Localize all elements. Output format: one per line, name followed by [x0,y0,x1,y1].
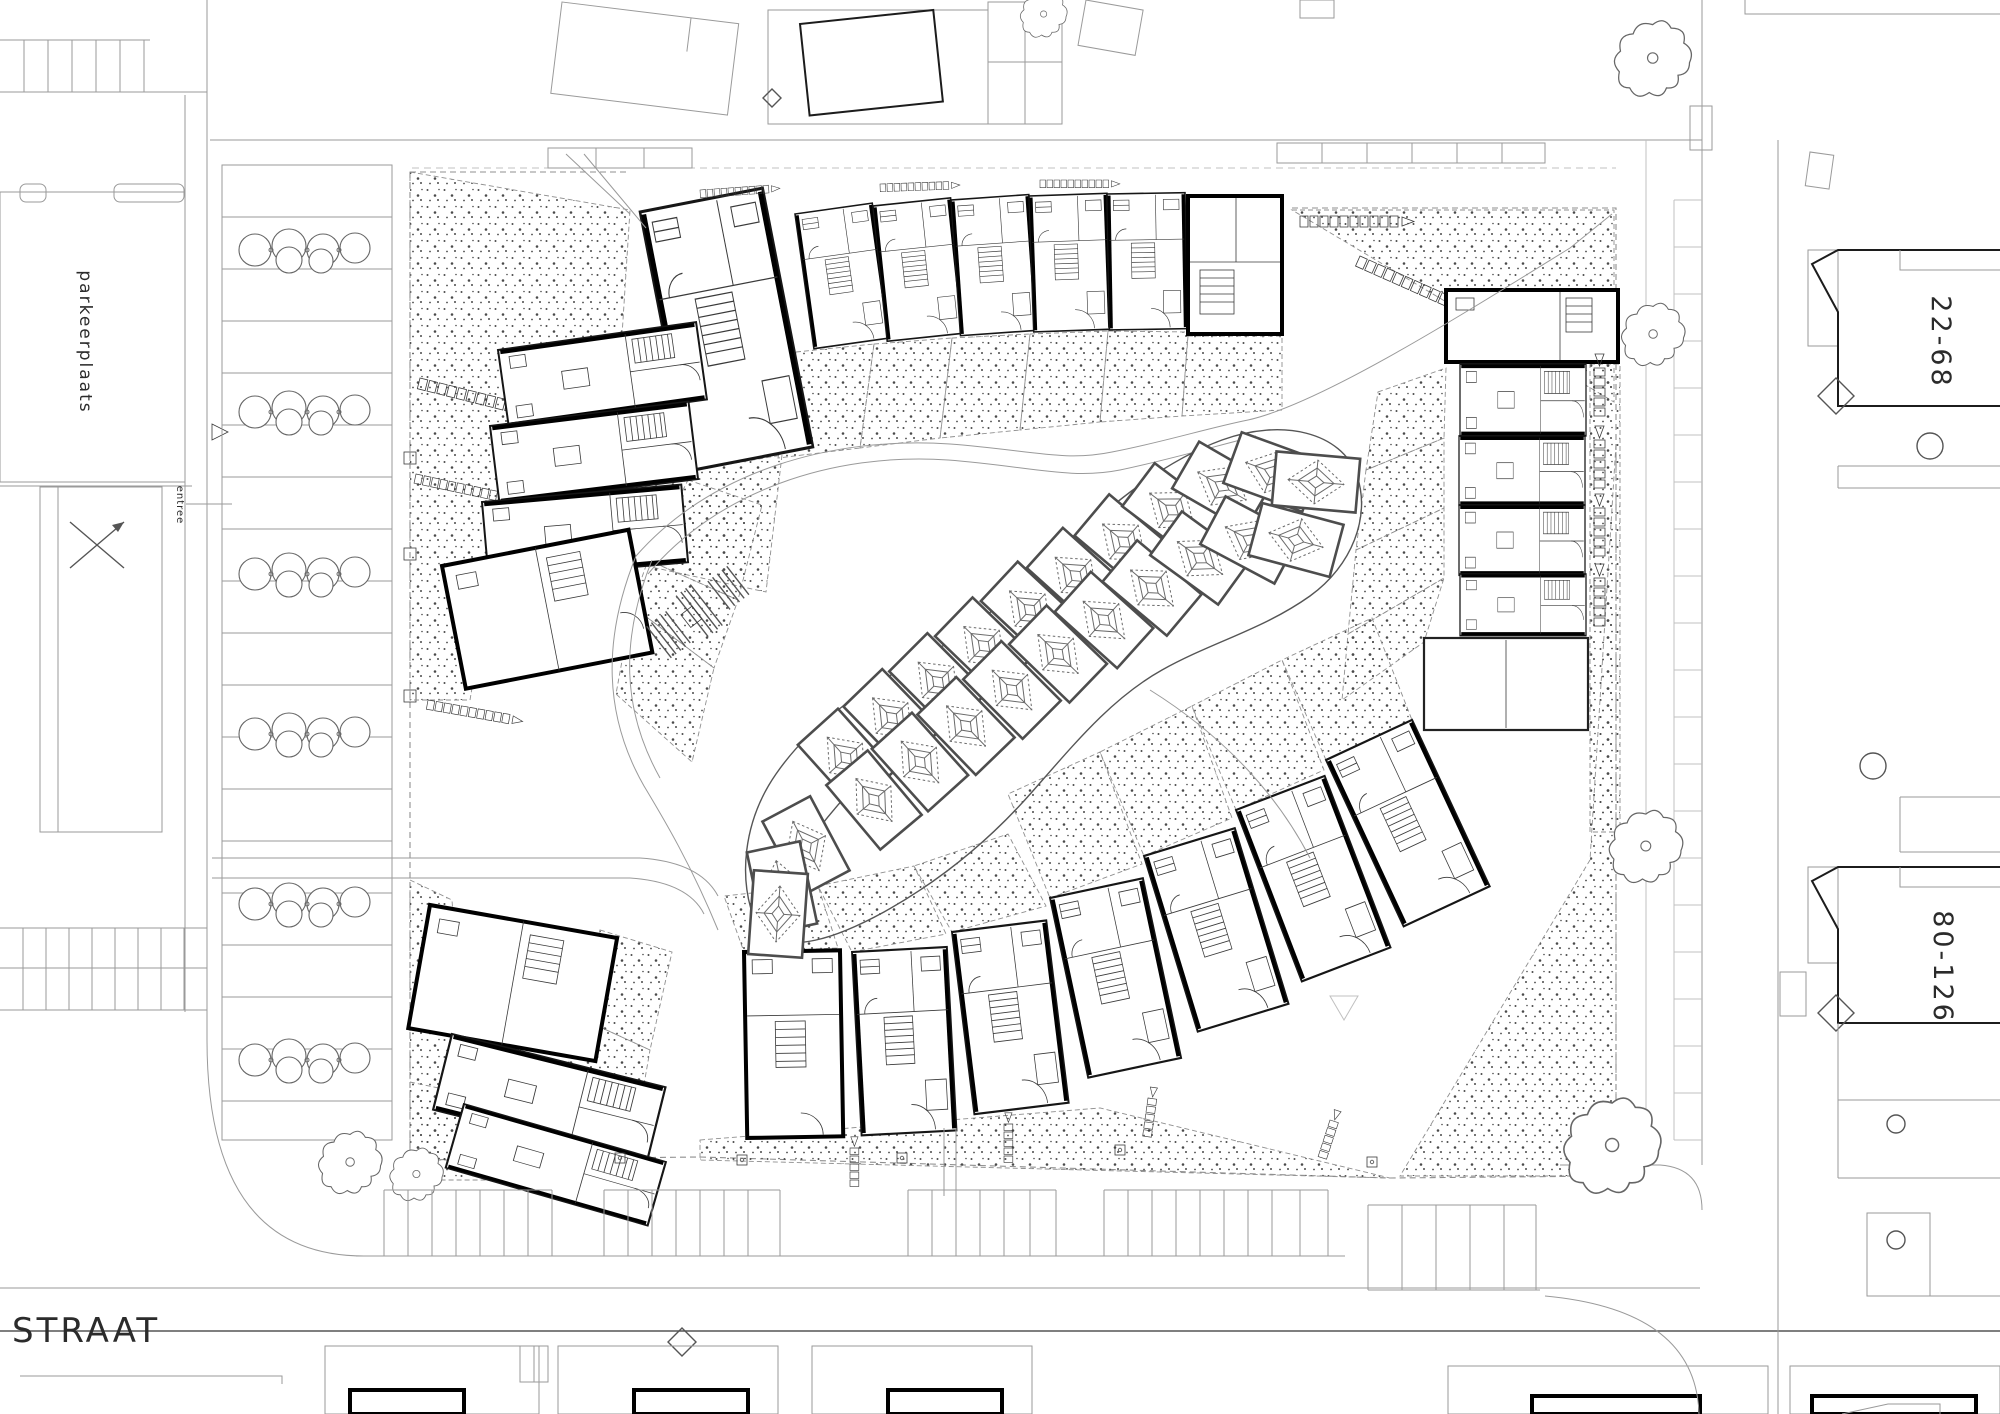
east-parking-ladder [1673,199,1702,1141]
north-arrow-icon [69,521,125,569]
storage-shed [746,868,810,960]
tree-cluster-icon [238,712,371,758]
cluster-south [699,617,1490,1187]
garden-wedge [859,337,953,449]
bike-rack-row [1317,1109,1343,1160]
storage-shed [1270,450,1362,514]
entrance-marker: entree [174,486,232,525]
tree-cluster-icon [238,228,371,274]
tree-icon [389,1147,444,1202]
bike-rack-row [879,180,961,192]
building-80-126: 80-126 [1779,752,2000,1032]
north-building-tilted [550,1,740,116]
rowhouse-unit [1458,572,1588,638]
rowhouse-unit [1457,434,1587,508]
north-building-double [762,8,989,125]
street-name-label: STRAAT [12,1311,160,1351]
garden-wedge-se [1399,443,1617,1177]
rowhouse-unit [1027,191,1114,334]
shed-band [744,429,1363,960]
parking-bay [907,1189,1057,1256]
north-building-tiny [1299,0,1335,19]
east-street: 22-68 80-126 [1329,0,2000,1414]
rowhouse-unit [1457,503,1587,578]
rowhouse-unit-end [1444,288,1620,364]
garden-wedge [913,833,1047,933]
entrance-label: entree [174,486,185,525]
garden-wedge [1365,367,1447,471]
garden-wedge [1191,659,1325,811]
rowhouse-unit-large [439,527,655,692]
garden-wedge [1281,617,1413,761]
drive-arrow-icon [1329,995,1359,1021]
garden-wedge [1347,507,1445,635]
footpath-west [212,857,719,915]
courtyard [565,153,1613,1196]
rowhouse-unit [952,920,1069,1114]
tree-cluster-icon [238,552,371,598]
building-22-68: 22-68 [1804,151,2000,489]
cluster-west [212,320,763,1225]
parking-bay [383,1189,553,1256]
north-cell-strip-west [547,147,693,169]
entrance-diamond-icon [1817,994,1855,1032]
garden-wedge [1181,335,1283,417]
garden-wedge [939,333,1031,439]
rowhouse-unit-end [741,948,846,1141]
bike-rack-row [1039,179,1121,188]
street-diamond-icon [667,1327,697,1357]
bench-steps [646,565,750,659]
west-tree-strip [221,164,393,1141]
north-building-small [1077,0,1144,56]
parking-lot-label: parkeerplaats [75,270,95,413]
south-buildings [324,1345,2000,1414]
courtyard-path [565,153,1613,1196]
west-top-stalls [0,39,207,93]
tree-cluster-icon [238,1038,371,1084]
east-context-lower [1837,1023,2000,1414]
parking-bay [603,1189,781,1256]
garden-wedge [1007,751,1143,899]
lamppost-icon [1366,1156,1378,1168]
garden-wedge [1099,705,1233,857]
rowhouse-unit [1105,191,1189,332]
parking-bay [1367,1204,1540,1291]
house-numbers-north-label: 22-68 [1925,295,1956,388]
rowhouse-unit [1458,362,1588,438]
tree-cluster-icon [238,882,371,928]
house-numbers-south-label: 80-126 [1927,910,1958,1024]
tree-icon [1613,20,1693,97]
parking-lot-south [39,486,163,833]
bike-rack-row [426,699,524,727]
rowhouse-unit [871,196,967,343]
drive-arrow-icon [211,423,229,441]
garden-strip-south [699,1107,1391,1179]
parking-bay [1103,1189,1329,1256]
north-cell-strip-east [1276,142,1546,164]
west-parking-area: parkeerplaats entree [0,0,365,1257]
rowhouse-unit-end [1186,194,1284,336]
tree-icon [1620,302,1686,367]
south-street: STRAAT [0,1287,2000,1414]
west-bottom-stalls [0,927,207,1011]
tree-icon [1019,0,1068,38]
rowhouse-unit-large [405,902,620,1064]
south-parking [317,1130,1540,1291]
garden-wedge [817,865,947,953]
entrance-diamond-icon [1817,377,1855,415]
parking-lot-north: parkeerplaats [0,183,192,487]
tree-cluster-icon [238,390,371,436]
rowhouse-unit [852,947,956,1135]
tree-icon [1608,809,1684,884]
north-context [210,0,2000,169]
tree-icon [317,1130,383,1195]
garden-wedge [1019,330,1109,431]
rowhouse-unit [949,192,1040,338]
garden-wedge [1099,330,1189,423]
